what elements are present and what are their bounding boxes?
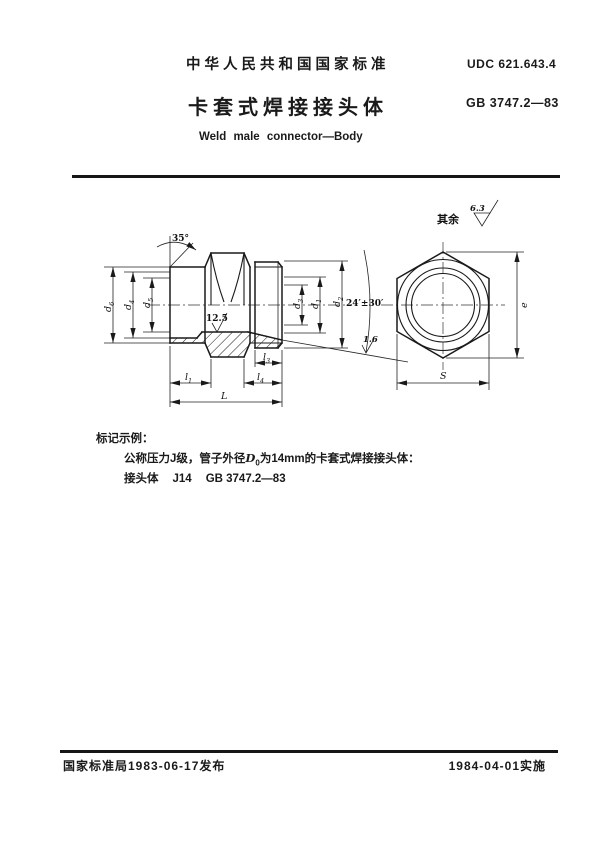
designation-item: 接头体 bbox=[124, 473, 159, 485]
dim-label-e: e bbox=[519, 302, 530, 308]
page-title-english: Weld male connector—Body bbox=[199, 131, 363, 143]
roughness-1-6-value: 1.6 bbox=[363, 335, 378, 345]
connector-body-section-view bbox=[169, 252, 284, 358]
issue-date-line: 国家标准局1983-06-17发布 bbox=[63, 759, 226, 773]
length-dimensions: l3 l1 l4 L bbox=[169, 346, 283, 407]
marking-example-heading: 标记示例： bbox=[96, 433, 154, 445]
dim-label-d3: d3 bbox=[292, 299, 305, 309]
footer-divider bbox=[60, 750, 558, 753]
standard-code: GB 3747.2—83 bbox=[466, 96, 559, 110]
chamfer-angle-value: 35° bbox=[172, 234, 189, 244]
bore-roughness-annotation: 12.5 bbox=[206, 312, 228, 333]
dim-label-d1: d1 bbox=[310, 299, 323, 309]
variable-D0-subscript: 0 bbox=[255, 458, 260, 468]
variable-D0: D bbox=[245, 451, 256, 465]
dim-label-d6: d6 bbox=[103, 302, 116, 312]
header-divider bbox=[72, 175, 560, 178]
dim-label-l3: l3 bbox=[263, 352, 270, 365]
example-text-pre: 公称压力J级，管子外径 bbox=[124, 453, 246, 465]
left-diameter-dimensions: d6 d4 d5 bbox=[103, 266, 170, 344]
right-diameter-dimensions: d3 d1 d2 bbox=[284, 260, 348, 349]
implementation-date-line: 1984-04-01实施 bbox=[448, 759, 546, 773]
dim-label-d5: d5 bbox=[142, 298, 155, 308]
cone-tolerance-annotation: 24′±30′ 1.6 bbox=[281, 249, 409, 363]
dim-label-d4: d4 bbox=[123, 300, 136, 310]
marking-example-description: 公称压力J级，管子外径D0为14mm的卡套式焊接接头体： bbox=[124, 450, 420, 467]
dim-label-d2: d2 bbox=[332, 297, 345, 307]
remaining-surfaces-roughness-note: 其余 6.3 bbox=[437, 199, 499, 227]
example-text-post: 为14mm的卡套式焊接接头体： bbox=[259, 453, 420, 465]
page-title: 卡套式焊接接头体 bbox=[188, 97, 388, 119]
national-standard-name: 中华人民共和国国家标准 bbox=[186, 57, 390, 73]
cone-tolerance-value: 24′±30′ bbox=[346, 299, 384, 309]
designation-code: J14 bbox=[172, 473, 192, 485]
designation-standard: GB 3747.2—83 bbox=[205, 473, 286, 485]
surface-note-prefix: 其余 bbox=[437, 212, 460, 226]
dim-label-l4: l4 bbox=[257, 372, 264, 385]
marking-example-designation: 接头体 J14 GB 3747.2—83 bbox=[124, 470, 300, 486]
dim-label-S: S bbox=[440, 371, 447, 382]
udc-number: UDC 621.643.4 bbox=[467, 57, 557, 71]
hex-end-view: e S bbox=[396, 251, 530, 390]
chamfer-angle-annotation: 35° bbox=[156, 234, 197, 268]
roughness-12-5-value: 12.5 bbox=[206, 314, 228, 324]
dim-label-l1: l1 bbox=[185, 372, 192, 385]
dim-label-L: L bbox=[220, 391, 227, 402]
surface-note-value: 6.3 bbox=[470, 204, 485, 214]
